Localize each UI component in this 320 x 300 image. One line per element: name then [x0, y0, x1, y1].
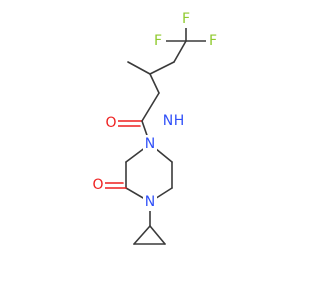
atom-o-carbamoyl: O — [105, 115, 116, 131]
bond-ch-nh — [149, 73, 160, 94]
atom-o-lactam: O — [92, 177, 103, 193]
atom-f-top: F — [182, 11, 190, 27]
atom-f-left: F — [154, 33, 162, 49]
bond-cyclopropyl-b — [149, 225, 166, 245]
atom-f-right: F — [209, 33, 217, 49]
molecule-structure: F F F N H O N O N — [91, 11, 220, 245]
bond-ch-methyl — [127, 61, 151, 75]
atom-n-amide-h: H — [174, 113, 185, 129]
atom-n-amide: N — [163, 113, 173, 129]
bond-cf3-ch2 — [173, 40, 187, 63]
atom-n-ring-1: N — [145, 136, 155, 152]
atom-n-ring-4: N — [145, 194, 155, 210]
bond-nh-carbonyl — [141, 92, 160, 122]
atom-n-amide-symbol: N — [163, 113, 173, 129]
atom-labels: F F F N H O N O N — [91, 11, 220, 211]
bond-cyclopropyl-a — [133, 225, 151, 245]
bond-ch2-ch — [149, 61, 175, 75]
